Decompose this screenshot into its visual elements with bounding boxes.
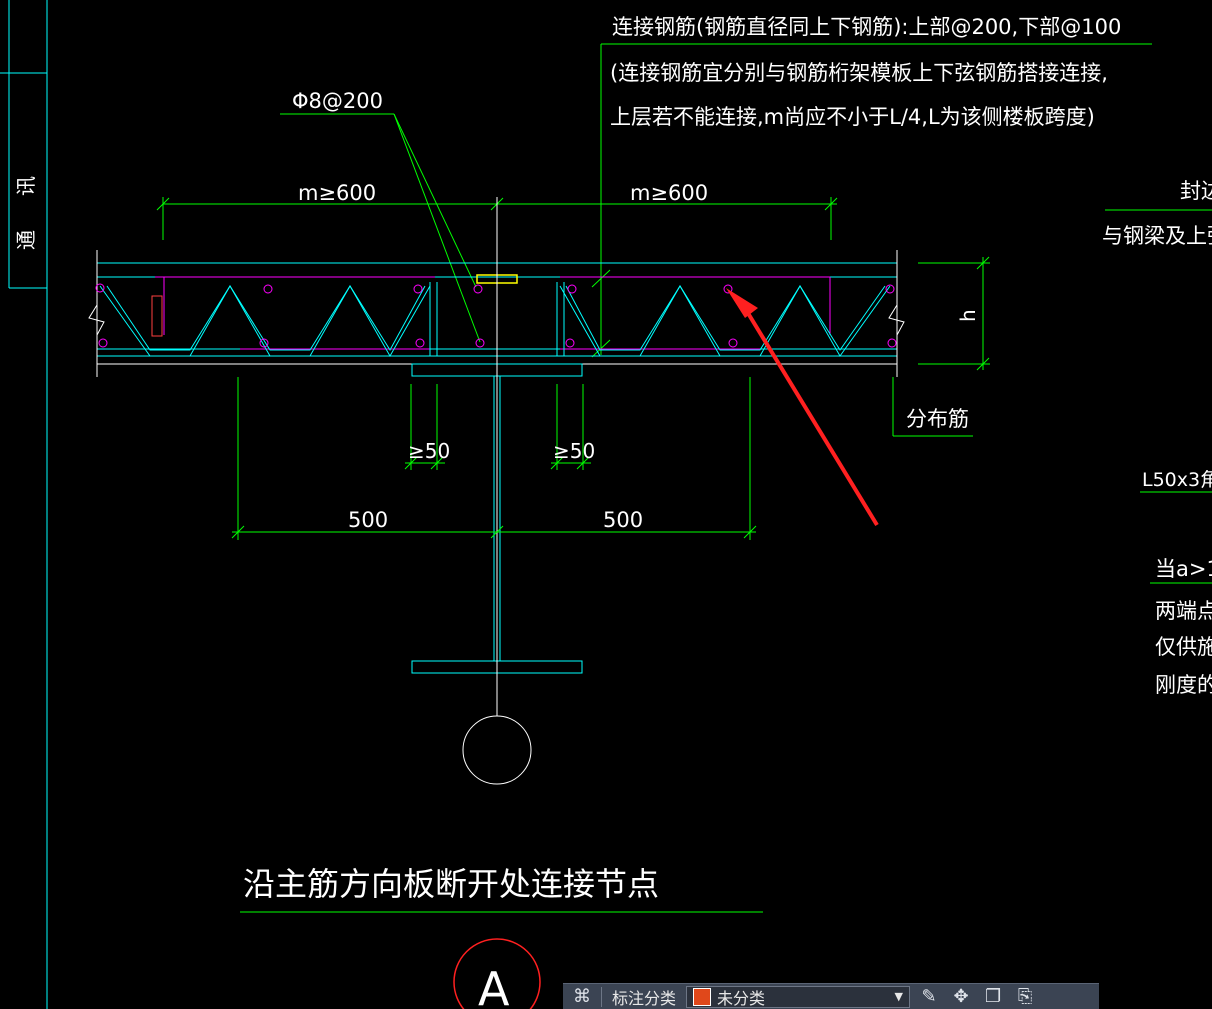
category-select-value: 未分类 bbox=[717, 988, 766, 1008]
axis-bubble bbox=[462, 715, 532, 785]
left-strip-text-1: 通 bbox=[14, 230, 38, 250]
right-partial-1: 封边 bbox=[1180, 179, 1212, 203]
node-icon[interactable]: ⌘ bbox=[573, 986, 591, 1007]
right-partial-5: 两端点焊 bbox=[1155, 599, 1212, 623]
distribution-bar-label: 分布筋 bbox=[906, 407, 969, 431]
category-select[interactable]: 未分类 ▼ bbox=[686, 985, 911, 1008]
edit-icon[interactable]: ✎ bbox=[921, 986, 937, 1007]
toolbar-divider bbox=[601, 986, 602, 1007]
red-arrow-annotation bbox=[726, 288, 879, 527]
dim-500 bbox=[231, 377, 757, 540]
dim-500-right: 500 bbox=[603, 508, 643, 532]
right-partial-6: 仅供施工 bbox=[1155, 635, 1212, 659]
copy-icon[interactable]: ❐ bbox=[984, 986, 1002, 1007]
connect-rebar-note-2: 上层若不能连接,m尚应不小于L/4,L为该侧楼板跨度) bbox=[610, 105, 1095, 129]
dim-500-left: 500 bbox=[348, 508, 388, 532]
right-partial-7: 刚度的基 bbox=[1155, 673, 1212, 697]
rebar-label: Φ8@200 bbox=[292, 89, 383, 113]
dim-50 bbox=[404, 384, 591, 470]
right-partial-4: 当a>1 bbox=[1155, 557, 1212, 581]
connect-rebar-callout: 连接钢筋(钢筋直径同上下钢筋):上部@200,下部@100 (连接钢筋宜分别与钢… bbox=[591, 15, 1152, 358]
connect-rebar-title: 连接钢筋(钢筋直径同上下钢筋):上部@200,下部@100 bbox=[612, 15, 1121, 39]
category-label: 标注分类 bbox=[612, 988, 677, 1008]
right-partial-2: 与钢梁及上弦分 bbox=[1102, 224, 1212, 248]
right-partial-annotations: 封边 与钢梁及上弦分 L50x3角钢 当a>1 两端点焊 仅供施工 刚度的基 bbox=[1102, 179, 1212, 697]
annotation-toolbar: ⌘ 标注分类 未分类 ▼ ✎ ✥ ❐ ⎘ bbox=[563, 983, 1099, 1009]
move-icon[interactable]: ✥ bbox=[953, 986, 969, 1007]
dim-h bbox=[918, 256, 990, 371]
dim-50-left: ≥50 bbox=[408, 439, 450, 463]
detail-title: 沿主筋方向板断开处连接节点 bbox=[243, 865, 659, 903]
distribution-bar-callout bbox=[892, 377, 973, 437]
dim-h-label: h bbox=[956, 309, 980, 322]
left-frame-strip: 通 讯 bbox=[0, 0, 48, 1009]
detail-mark: A bbox=[478, 962, 510, 1009]
left-strip-text-2: 讯 bbox=[14, 176, 38, 196]
chevron-down-icon: ▼ bbox=[894, 990, 904, 1003]
connect-rebar-note-1: (连接钢筋宜分别与钢筋桁架模板上下弦钢筋搭接连接, bbox=[610, 61, 1108, 85]
dim-50-right: ≥50 bbox=[553, 439, 595, 463]
detail-mark-circle bbox=[453, 938, 541, 1009]
dim-m-right: m≥600 bbox=[630, 181, 708, 205]
right-partial-3: L50x3角钢 bbox=[1142, 469, 1212, 491]
paste-icon[interactable]: ⎘ bbox=[1017, 986, 1033, 1007]
dim-m-left: m≥600 bbox=[298, 181, 376, 205]
category-color-swatch bbox=[693, 987, 712, 1006]
rebar-label-callout: Φ8@200 bbox=[280, 89, 481, 343]
